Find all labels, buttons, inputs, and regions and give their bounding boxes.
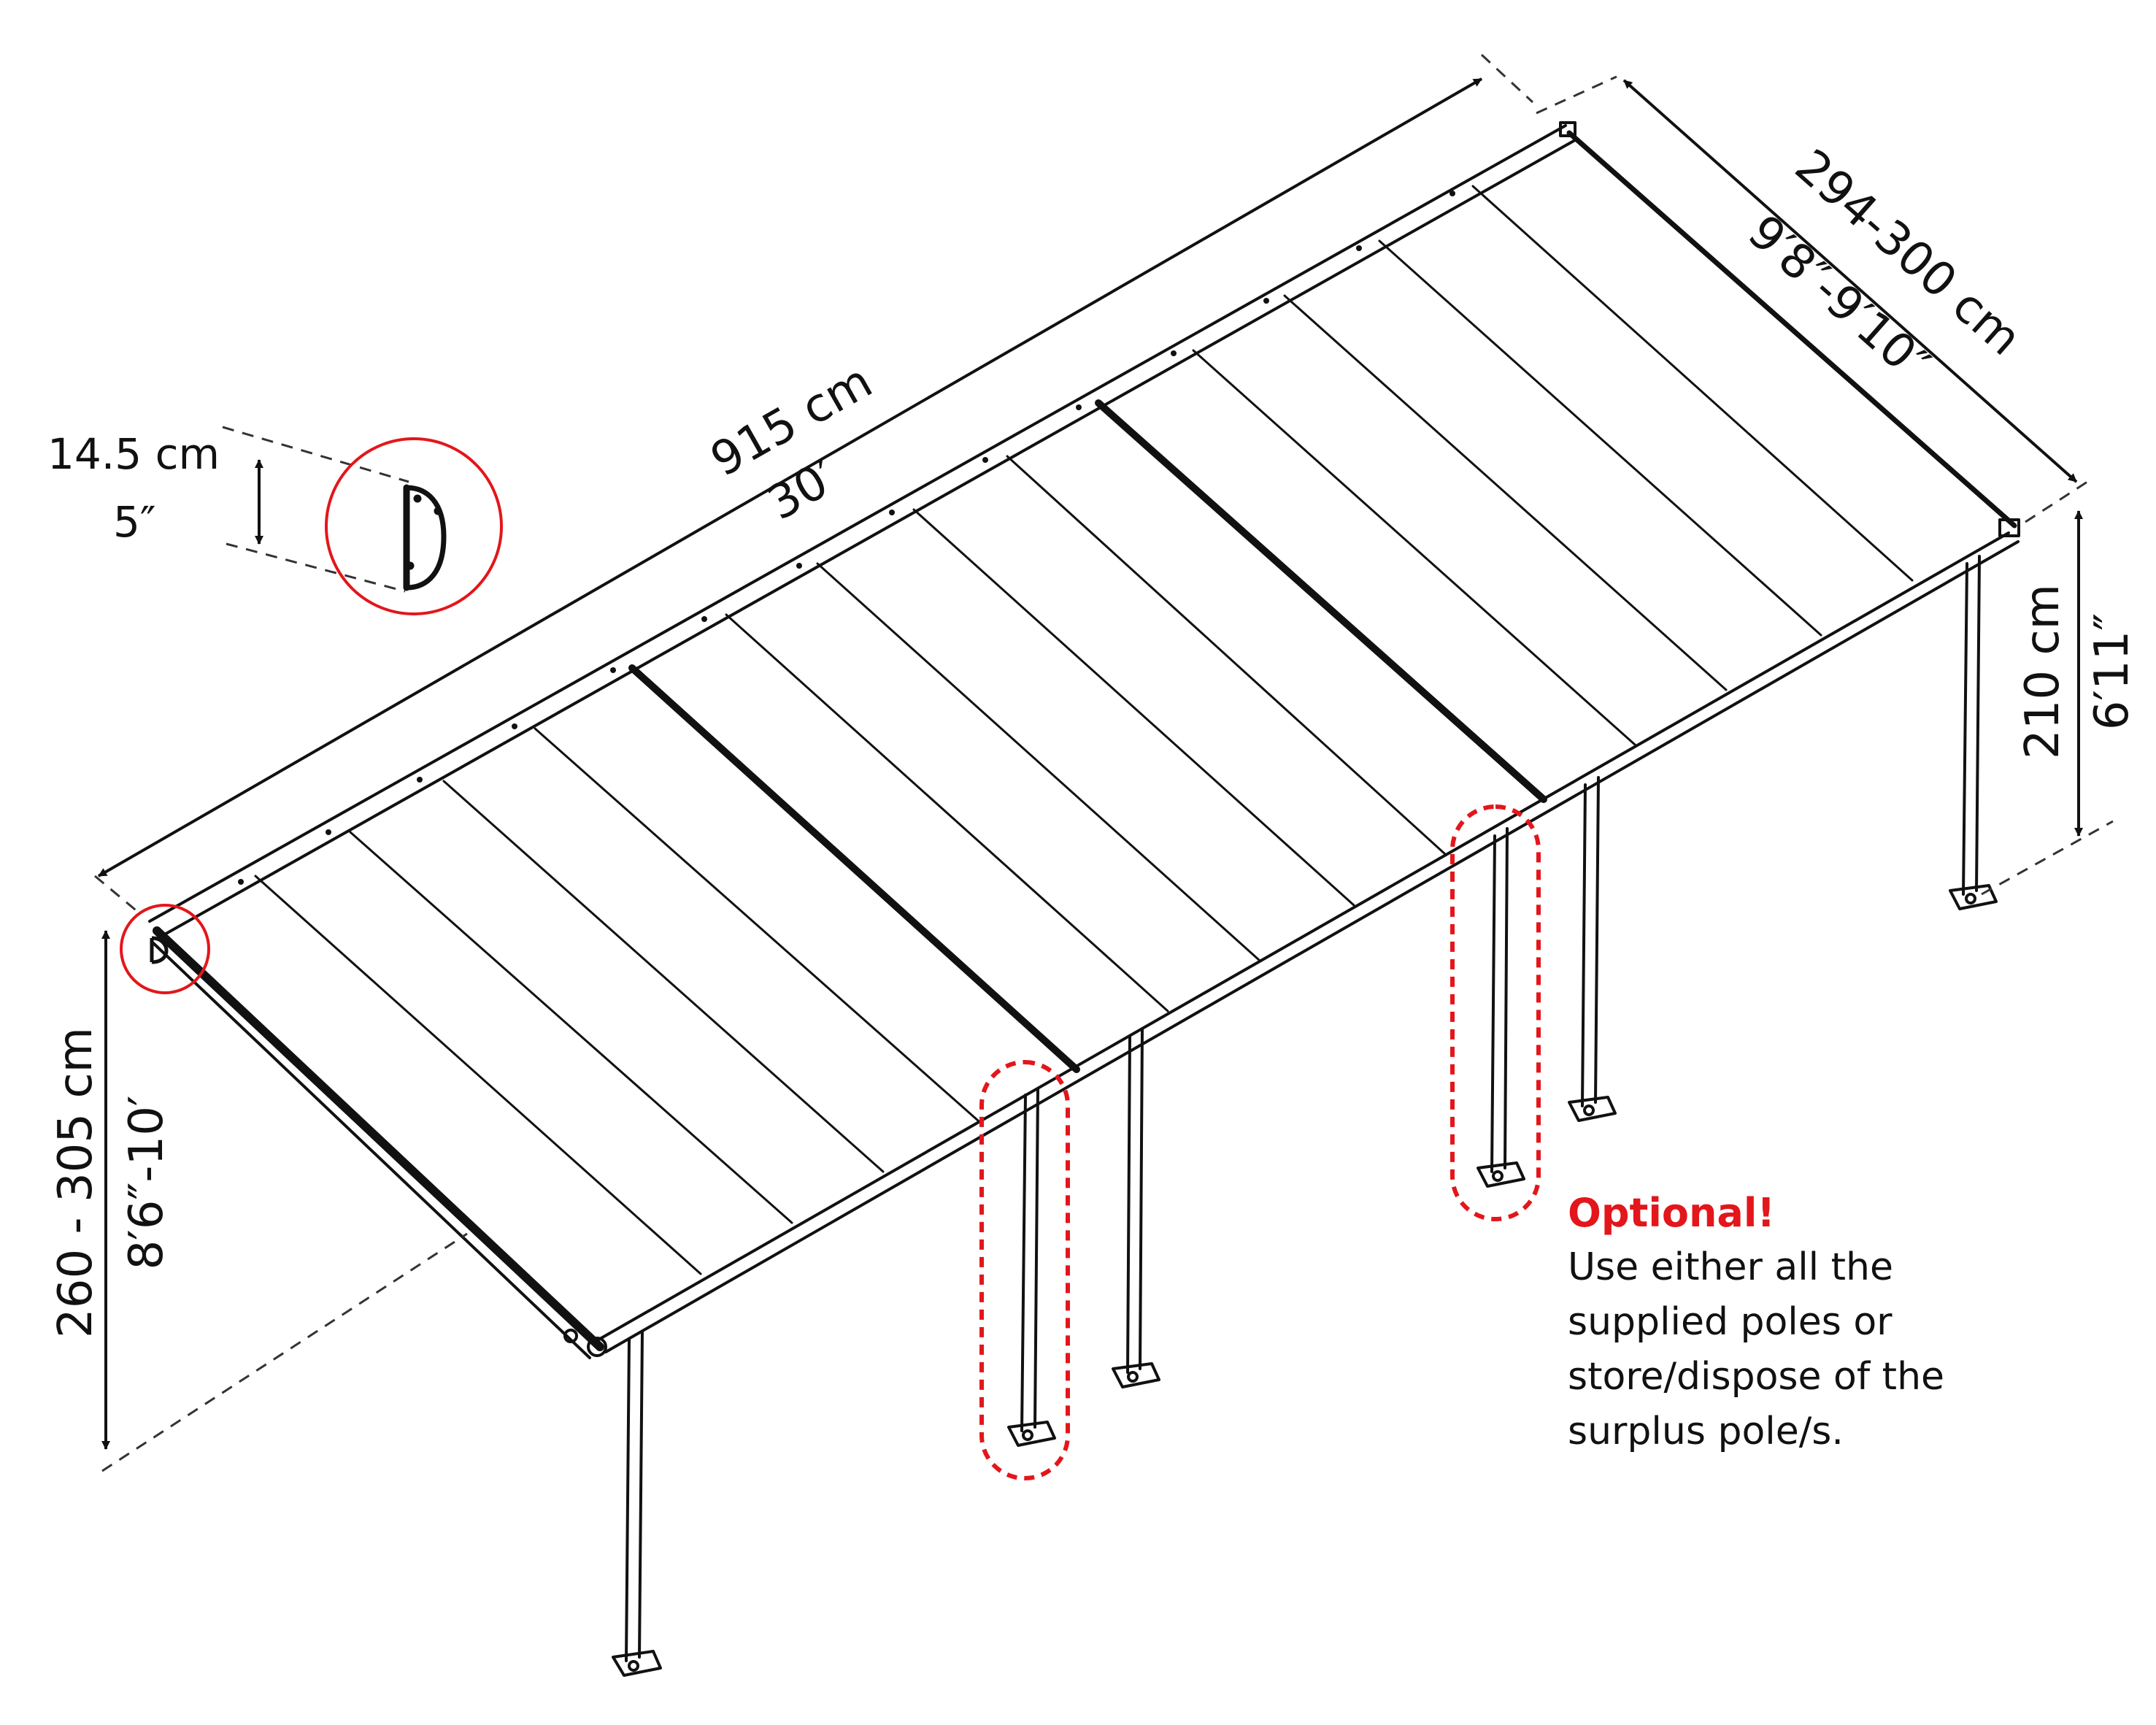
note-line: supplied poles or <box>1568 1300 1893 1344</box>
gutter-profile-icon <box>403 484 447 591</box>
optional-note: Optional! Use either all the supplied po… <box>1568 1190 1944 1453</box>
back-height-imperial-label: 6′11″ <box>2085 613 2139 731</box>
optional-post <box>1007 1088 1056 1447</box>
profile-imperial-label: 5″ <box>113 497 156 547</box>
optional-highlight-left <box>979 1060 1070 1480</box>
note-line: surplus pole/s. <box>1568 1410 1844 1453</box>
post <box>1568 776 1617 1122</box>
note-line: Use either all the <box>1568 1245 1893 1289</box>
beam-fasteners <box>238 191 1455 885</box>
corner-detail-circle <box>120 904 210 994</box>
width-arrow <box>1622 79 2078 483</box>
note-title: Optional! <box>1568 1190 1775 1236</box>
profile-detail-circle <box>325 437 503 615</box>
dimension-labels: 915 cm 30′ 294-300 cm 9′8″-9′10″ 260 - 3… <box>47 139 2139 1338</box>
profile-detail <box>120 437 503 994</box>
post <box>612 1331 662 1677</box>
front-height-metric-label: 260 - 305 cm <box>49 1027 103 1338</box>
length-arrow <box>98 77 1482 877</box>
note-line: store/dispose of the <box>1568 1355 1944 1399</box>
front-height-imperial-label: 8′6″-10′ <box>120 1096 174 1270</box>
dimension-arrows <box>98 77 2083 1450</box>
back-height-metric-label: 210 cm <box>2016 584 2070 759</box>
post <box>1949 555 1998 910</box>
optional-post-highlights <box>979 804 1541 1480</box>
post <box>1112 1028 1160 1388</box>
optional-post <box>1477 827 1525 1188</box>
optional-highlight-right <box>1450 804 1541 1221</box>
corner-profile-icon <box>150 936 169 964</box>
profile-metric-label: 14.5 cm <box>47 429 220 479</box>
support-posts <box>612 555 1998 1677</box>
